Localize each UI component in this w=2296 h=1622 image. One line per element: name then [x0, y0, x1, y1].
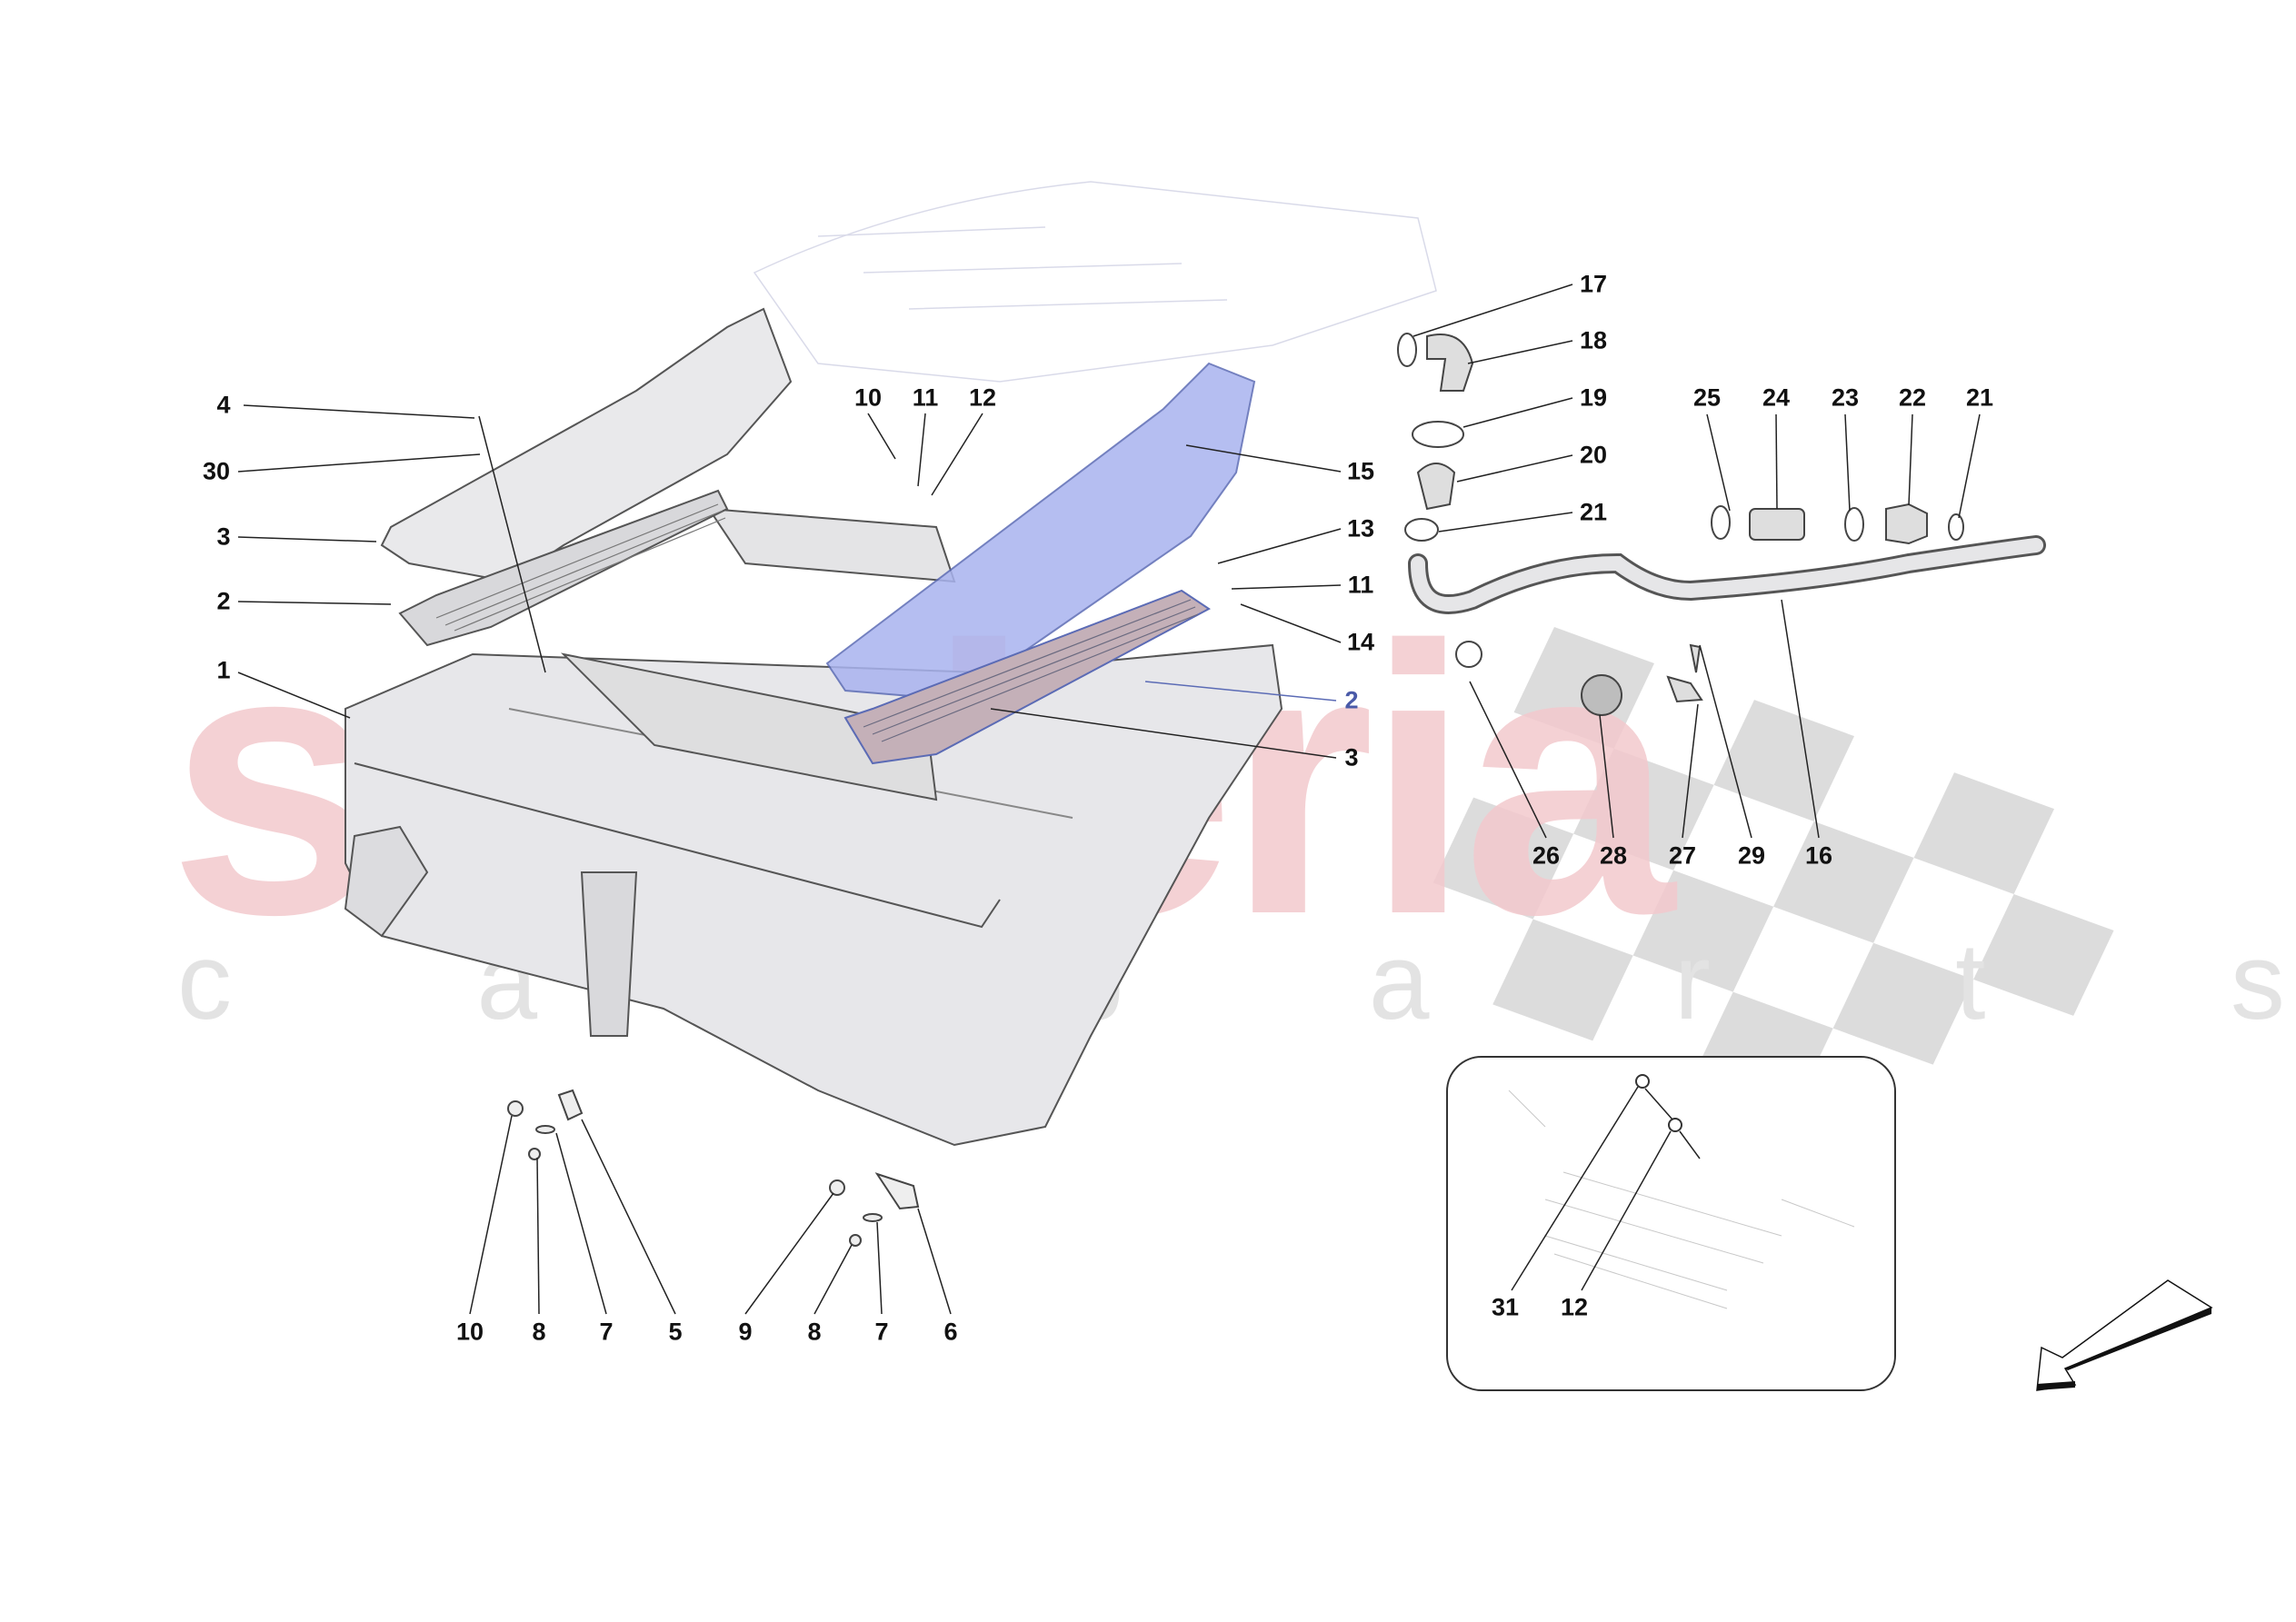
- part-number-label-28[interactable]: 28: [1599, 841, 1628, 870]
- part-number-label-20[interactable]: 20: [1579, 441, 1608, 469]
- part-number-label-21[interactable]: 21: [1579, 498, 1608, 526]
- part-number-label-3[interactable]: 3: [216, 522, 231, 551]
- part-number-label-31[interactable]: 31: [1491, 1293, 1520, 1321]
- clamp-21: [1404, 518, 1439, 542]
- left-air-duct: [380, 307, 793, 647]
- part-number-label-22[interactable]: 22: [1898, 383, 1927, 412]
- sleeve-24: [1749, 508, 1805, 541]
- clamp-23: [1844, 507, 1864, 542]
- part-number-label-16[interactable]: 16: [1804, 841, 1833, 870]
- clamp-25: [1711, 505, 1731, 540]
- part-number-label-19[interactable]: 19: [1579, 383, 1608, 412]
- bottom-fasteners: [507, 1089, 920, 1247]
- part-number-label-1[interactable]: 1: [216, 656, 231, 684]
- cap-28: [1581, 674, 1622, 716]
- reducer-20: [1416, 463, 1456, 511]
- leader-lines: [237, 284, 1981, 1315]
- inset-detail-box: [1446, 1056, 1896, 1391]
- part-number-label-24[interactable]: 24: [1762, 383, 1791, 412]
- part-number-label-26[interactable]: 26: [1532, 841, 1561, 870]
- part-number-label-2[interactable]: 2: [216, 587, 231, 615]
- part-number-label-10[interactable]: 10: [854, 383, 883, 412]
- part-number-label-11[interactable]: 11: [912, 383, 939, 412]
- clamp-17: [1397, 333, 1417, 367]
- part-number-label-14[interactable]: 14: [1346, 628, 1375, 656]
- part-number-label-10[interactable]: 10: [455, 1318, 484, 1346]
- connector-22: [1885, 503, 1928, 545]
- part-number-label-27[interactable]: 27: [1668, 841, 1697, 870]
- small-fittings: [1397, 333, 1964, 716]
- part-number-label-29[interactable]: 29: [1737, 841, 1766, 870]
- clamp-19: [1412, 421, 1464, 448]
- bracket-27: [1666, 675, 1703, 703]
- part-number-label-15[interactable]: 15: [1346, 457, 1375, 485]
- clamp-21b: [1948, 513, 1964, 541]
- elbow-18: [1426, 333, 1474, 392]
- part-number-label-5[interactable]: 5: [668, 1318, 683, 1346]
- clip-26: [1455, 641, 1482, 668]
- part-number-label-4[interactable]: 4: [216, 391, 231, 419]
- part-number-label-30[interactable]: 30: [202, 457, 231, 485]
- part-number-label-17[interactable]: 17: [1579, 270, 1608, 298]
- part-number-label-18[interactable]: 18: [1579, 326, 1608, 354]
- part-number-label-3[interactable]: 3: [1344, 743, 1359, 771]
- part-number-label-11[interactable]: 11: [1347, 571, 1374, 599]
- engine-ghost: [753, 181, 1437, 383]
- part-number-label-2[interactable]: 2: [1344, 686, 1359, 714]
- part-number-label-9[interactable]: 9: [738, 1318, 753, 1346]
- part-number-label-7[interactable]: 7: [874, 1318, 889, 1346]
- part-number-label-8[interactable]: 8: [532, 1318, 546, 1346]
- part-number-label-21[interactable]: 21: [1965, 383, 1994, 412]
- part-number-label-8[interactable]: 8: [807, 1318, 822, 1346]
- arrow-down-left-icon: [2036, 1279, 2213, 1391]
- part-number-label-12[interactable]: 12: [968, 383, 997, 412]
- part-number-label-13[interactable]: 13: [1346, 514, 1375, 542]
- part-number-label-6[interactable]: 6: [943, 1318, 958, 1346]
- part-number-label-23[interactable]: 23: [1831, 383, 1860, 412]
- screw-29: [1689, 643, 1702, 673]
- part-number-label-12[interactable]: 12: [1560, 1293, 1589, 1321]
- part-number-label-25[interactable]: 25: [1692, 383, 1722, 412]
- right-air-duct-highlighted: [825, 362, 1256, 765]
- part-number-label-7[interactable]: 7: [599, 1318, 614, 1346]
